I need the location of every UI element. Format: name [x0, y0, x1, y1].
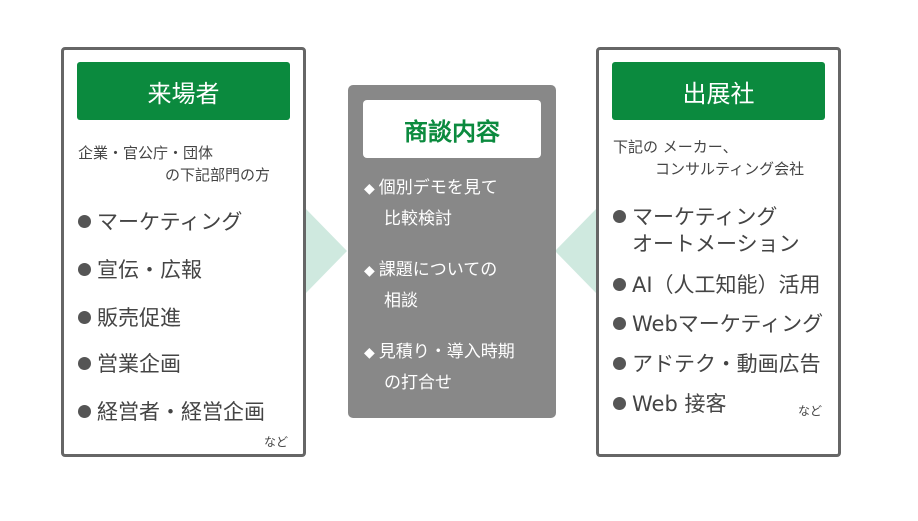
visitor-item: 経営者・経営企画: [78, 399, 265, 426]
arrow-left-shape: [555, 208, 597, 294]
meeting-panel: 商談内容 ◆個別デモを見て比較検討 ◆課題についての相談 ◆見積り・導入時期の打…: [348, 85, 556, 418]
exhibitor-item: マーケティングオートメーション: [613, 204, 800, 258]
visitor-item: 営業企画: [78, 351, 181, 378]
exhibitor-item: アドテク・動画広告: [613, 351, 821, 378]
visitors-title: 来場者: [77, 62, 290, 120]
exhibitor-item: Webマーケティング: [613, 311, 823, 338]
exhibitors-subtitle-1: 下記の メーカー、: [613, 138, 738, 156]
visitors-subtitle-1: 企業・官公庁・団体: [78, 144, 214, 162]
meeting-item: ◆見積り・導入時期の打合せ: [364, 342, 515, 393]
meeting-item: ◆課題についての相談: [364, 260, 498, 311]
diamond-icon: ◆: [364, 181, 375, 197]
visitor-item: 宣伝・広報: [78, 257, 202, 284]
diamond-icon: ◆: [364, 345, 375, 361]
visitor-item: 販売促進: [78, 305, 181, 332]
visitor-item: マーケティング: [78, 209, 242, 236]
meeting-item: ◆個別デモを見て比較検討: [364, 178, 498, 229]
visitors-note: など: [264, 435, 289, 449]
exhibitor-item: Web 接客: [613, 391, 726, 418]
exhibitors-note: など: [798, 404, 823, 418]
arrow-right-shape: [305, 208, 347, 294]
visitors-subtitle-2: の下記部門の方: [165, 166, 271, 184]
exhibitor-item: AI（人工知能）活用: [613, 272, 821, 299]
diamond-icon: ◆: [364, 263, 375, 279]
exhibitors-subtitle-2: コンサルティング会社: [655, 160, 805, 178]
exhibitors-title: 出展社: [612, 62, 825, 120]
meeting-title: 商談内容: [363, 100, 541, 158]
visitors-panel: 来場者 企業・官公庁・団体 の下記部門の方 マーケティング 宣伝・広報 販売促進…: [61, 47, 306, 457]
exhibitors-panel: 出展社 下記の メーカー、 コンサルティング会社 マーケティングオートメーション…: [596, 47, 841, 457]
